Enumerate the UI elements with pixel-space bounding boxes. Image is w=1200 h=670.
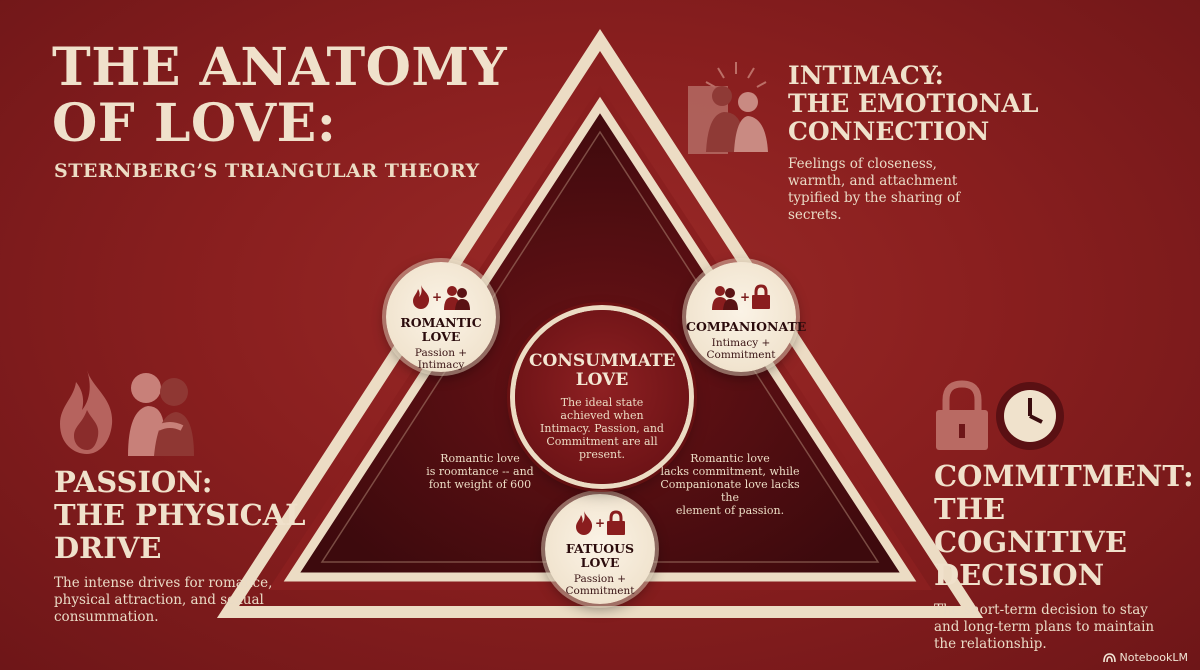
fatuous-love-desc: Passion + Commitment (565, 573, 635, 597)
fatuous-love-circle: + FATUOUS LOVE Passion + Commitment (545, 494, 655, 604)
commitment-description: The short-term decision to stay and long… (934, 602, 1155, 652)
plus-sign: + (594, 516, 606, 530)
padlock-icon (607, 510, 626, 535)
intimacy-description: Feelings of closeness, warmth, and attac… (788, 156, 961, 223)
romantic-love-icons: + (386, 282, 496, 312)
padlock-icon (936, 380, 988, 450)
embracing-people-icon (688, 62, 768, 154)
notebooklm-label: NotebookLM (1119, 651, 1188, 664)
flame-icon (412, 285, 430, 309)
flame-icon (60, 370, 113, 454)
fatuous-love-name: FATUOUS LOVE (565, 541, 635, 570)
romantic-love-name: ROMANTIC LOVE (400, 315, 482, 344)
notebooklm-logo-icon (1102, 652, 1116, 662)
companionate-love-desc: Intimacy + Commitment (706, 337, 776, 361)
right-note: Romantic love lacks commitment, while Co… (660, 452, 800, 517)
companionate-love-icons: + (686, 282, 796, 312)
consummate-love-name: CONSUMMATE LOVE (529, 351, 676, 390)
padlock-icon (752, 284, 771, 309)
passion-section: PASSION: THE PHYSICAL DRIVE The intense … (54, 466, 314, 626)
page-title: THE ANATOMY OF LOVE: (52, 40, 512, 152)
commitment-heading: COMMITMENT: THE COGNITIVE DECISION (934, 459, 1194, 592)
companionate-love-circle: + COMPANIONATE Intimacy + Commitment (686, 262, 807, 372)
page-subtitle: STERNBERG’S TRIANGULAR THEORY (54, 160, 480, 182)
clock-icon (996, 382, 1064, 450)
companionate-love-name: COMPANIONATE (686, 319, 807, 334)
kissing-couple-icon (128, 373, 194, 456)
embracing-people-icon (711, 286, 738, 310)
consummate-love-desc: The ideal state achieved when Intimacy. … (540, 396, 664, 461)
fatuous-love-icons: + (545, 508, 655, 538)
notebooklm-badge: NotebookLM (1102, 651, 1188, 664)
romantic-love-desc: Passion + Intimacy (414, 347, 468, 371)
page-title-text: THE ANATOMY OF LOVE: (52, 37, 508, 154)
embracing-people-icon (444, 286, 471, 310)
flame-icon (575, 511, 593, 535)
passion-description: The intense drives for romance, physical… (54, 575, 273, 625)
romantic-love-circle: + ROMANTIC LOVE Passion + Intimacy (386, 262, 496, 372)
commitment-section: COMMITMENT: THE COGNITIVE DECISION The s… (934, 460, 1194, 653)
passion-heading: PASSION: THE PHYSICAL DRIVE (54, 465, 306, 565)
intimacy-section: INTIMACY: THE EMOTIONAL CONNECTION Feeli… (788, 62, 1068, 224)
plus-sign: + (431, 290, 443, 304)
intimacy-heading: INTIMACY: THE EMOTIONAL CONNECTION (788, 61, 1039, 146)
plus-sign: + (739, 290, 751, 304)
left-note: Romantic love is roomtance -- and font w… (426, 452, 534, 491)
consummate-love-circle: CONSUMMATE LOVE The ideal state achieved… (515, 310, 689, 484)
